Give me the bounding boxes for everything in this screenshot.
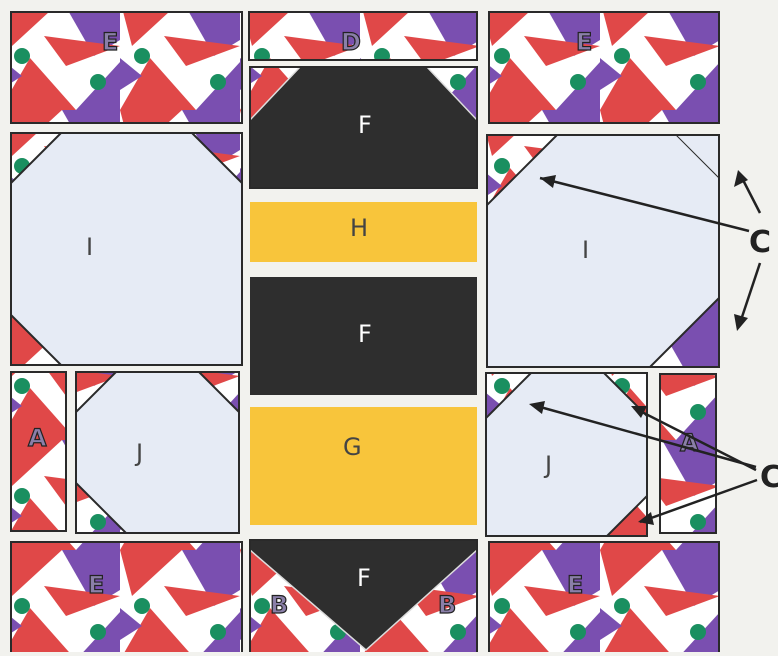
label-c-top: C [749, 225, 771, 260]
piece-e-top-right: E [489, 12, 719, 123]
piece-f-middle: F [250, 277, 477, 395]
label-g: G [343, 433, 362, 461]
piece-d: D [249, 12, 477, 60]
piece-e-bottom-right: E [489, 542, 719, 652]
label-i-right: I [582, 236, 589, 264]
piece-f-top: F [250, 67, 477, 188]
label-f-bottom: F [357, 564, 371, 592]
label-e-bottom-right: E [567, 571, 583, 599]
piece-j-left: J [76, 372, 239, 533]
piece-i-left: I [11, 133, 242, 365]
label-f-top: F [358, 111, 372, 139]
piece-h: H [250, 202, 477, 262]
piece-e-top-left: E [11, 12, 242, 123]
piece-e-bottom-left: E [11, 542, 242, 652]
label-d: D [341, 28, 361, 56]
piece-f-bottom: F B B [250, 540, 477, 652]
label-f-middle: F [358, 320, 372, 348]
label-e-top-right: E [576, 28, 592, 56]
label-h: H [350, 214, 368, 242]
label-a-left: A [28, 424, 47, 452]
label-b-right: B [438, 591, 456, 619]
label-c-bottom: C [760, 460, 778, 495]
piece-j-right: J [486, 373, 647, 536]
label-e-bottom-left: E [88, 571, 104, 599]
label-j-right: J [543, 451, 552, 479]
label-e-top-left: E [102, 28, 118, 56]
label-i-left: I [86, 233, 93, 261]
piece-i-right: I [487, 135, 719, 367]
piece-a-left: A [11, 372, 66, 531]
label-b-left: B [270, 591, 288, 619]
label-j-left: J [134, 439, 143, 467]
piece-g: G [250, 407, 477, 525]
